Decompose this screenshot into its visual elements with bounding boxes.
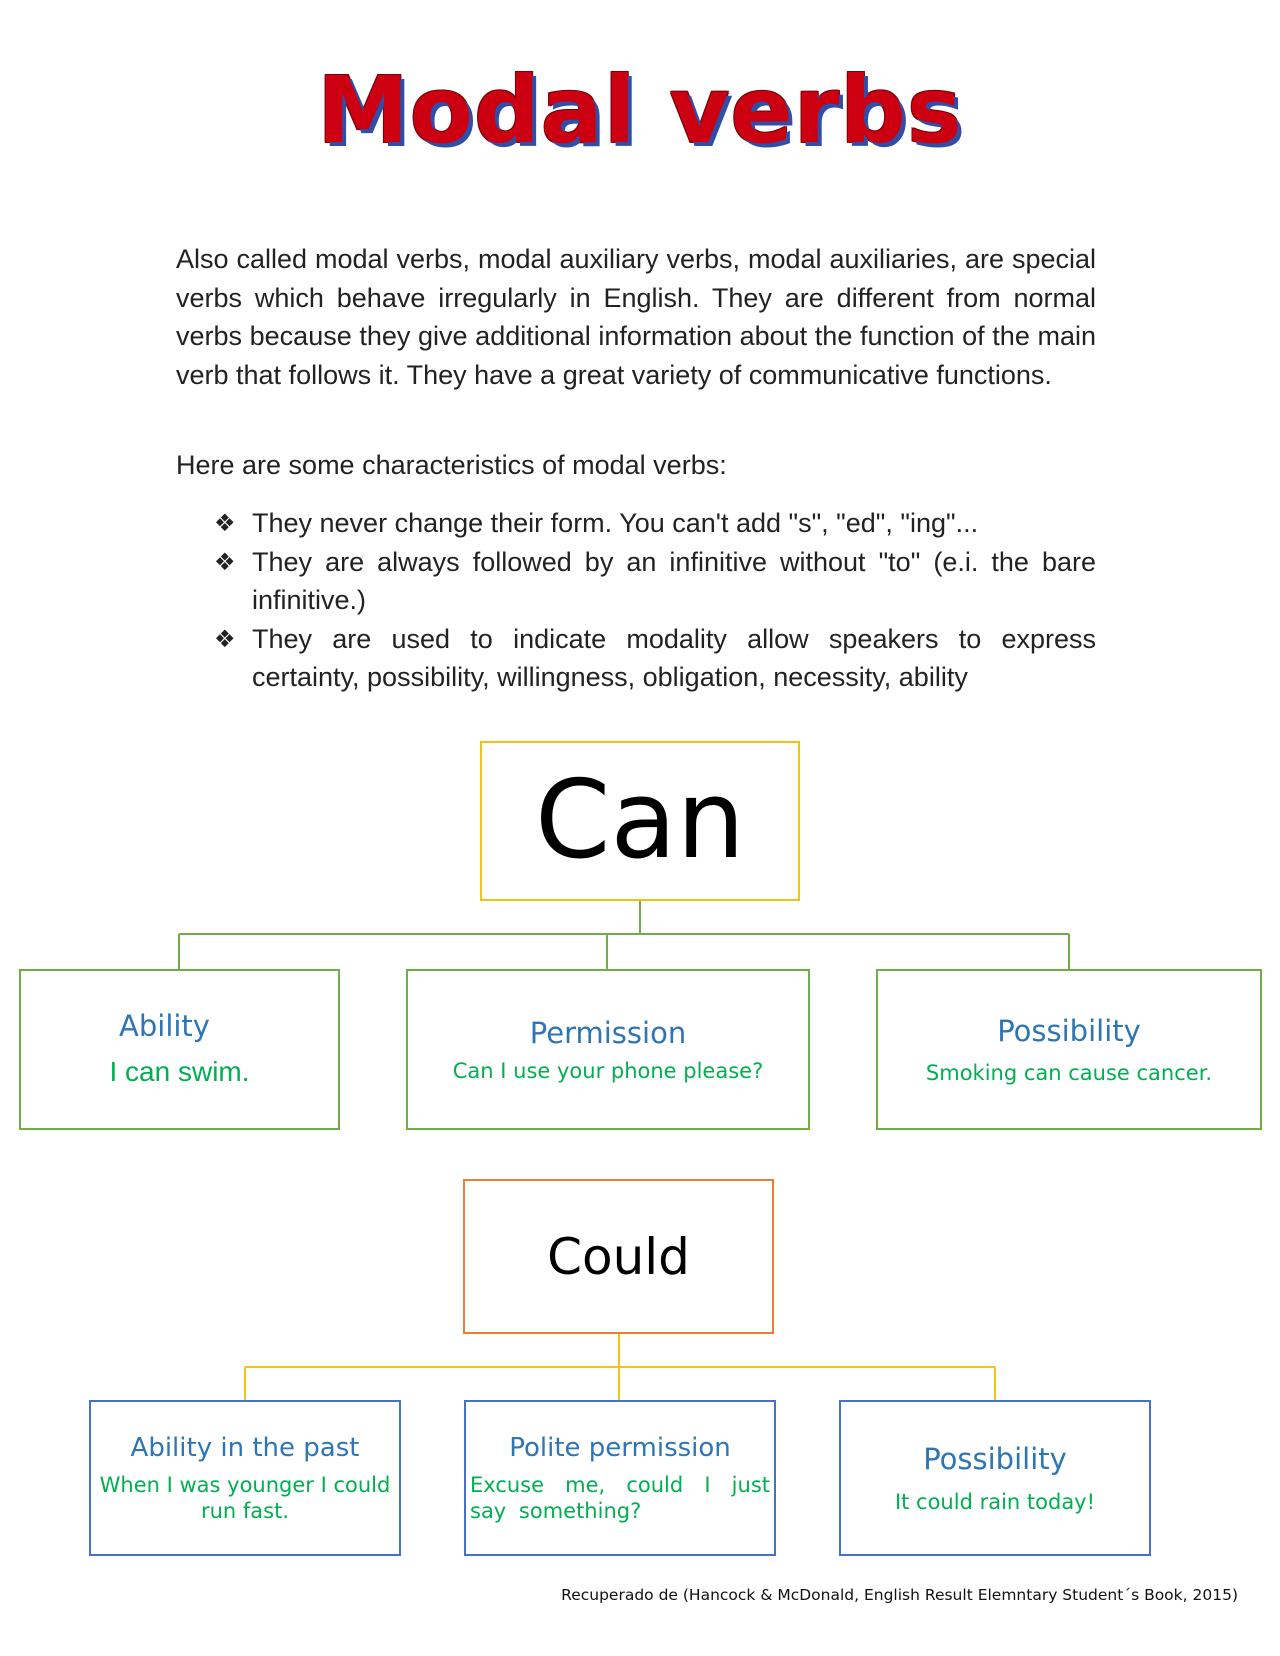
diamond-bullet-icon: ❖ xyxy=(214,547,236,576)
could-ability-past-box: Ability in the past When I was younger I… xyxy=(89,1400,401,1556)
can-permission-box: Permission Can I use your phone please? xyxy=(406,969,810,1130)
intro-paragraph: Also called modal verbs, modal auxiliary… xyxy=(176,244,1096,390)
could-label: Could xyxy=(547,1227,690,1286)
example-text: It could rain today! xyxy=(894,1489,1096,1514)
page-title: Modal verbs xyxy=(317,57,963,164)
characteristics-list: ❖ They never change their form. You can'… xyxy=(214,504,1096,697)
example-text: Smoking can cause cancer. xyxy=(925,1061,1213,1086)
list-item: ❖ They are used to indicate modality all… xyxy=(214,620,1096,697)
can-possibility-box: Possibility Smoking can cause cancer. xyxy=(876,969,1262,1130)
diamond-bullet-icon: ❖ xyxy=(214,624,236,653)
category-label: Possibility xyxy=(997,1013,1141,1048)
list-item-text: They never change their form. You can't … xyxy=(252,508,979,538)
category-label: Ability in the past xyxy=(130,1432,360,1463)
can-label: Can xyxy=(534,758,746,883)
can-connectors xyxy=(178,901,1070,969)
category-label: Polite permission xyxy=(509,1432,731,1463)
could-box: Could xyxy=(463,1179,774,1334)
example-text: When I was younger I could run fast. xyxy=(99,1472,391,1523)
example-text: I can swim. xyxy=(109,1056,250,1088)
could-polite-permission-box: Polite permission Excuse me, could I jus… xyxy=(464,1400,776,1556)
example-text: Can I use your phone please? xyxy=(452,1059,764,1084)
characteristics-lead: Here are some characteristics of modal v… xyxy=(176,450,727,480)
example-text: Excuse me, could I just say something? xyxy=(470,1472,770,1523)
category-label: Permission xyxy=(529,1015,687,1050)
list-item-text: They are used to indicate modality allow… xyxy=(252,623,1096,693)
category-label: Possibility xyxy=(923,1442,1067,1477)
source-credit: Recuperado de (Hancock & McDonald, Engli… xyxy=(561,1586,1238,1604)
category-label: Ability xyxy=(119,1009,210,1044)
list-item: ❖ They are always followed by an infinit… xyxy=(214,543,1096,620)
can-ability-box: Ability I can swim. xyxy=(19,969,340,1130)
could-possibility-box: Possibility It could rain today! xyxy=(839,1400,1151,1556)
list-item-text: They are always followed by an infinitiv… xyxy=(252,546,1096,616)
diamond-bullet-icon: ❖ xyxy=(214,509,236,537)
can-box: Can xyxy=(480,741,800,901)
could-connectors xyxy=(244,1334,996,1400)
list-item: ❖ They never change their form. You can'… xyxy=(214,504,1096,543)
